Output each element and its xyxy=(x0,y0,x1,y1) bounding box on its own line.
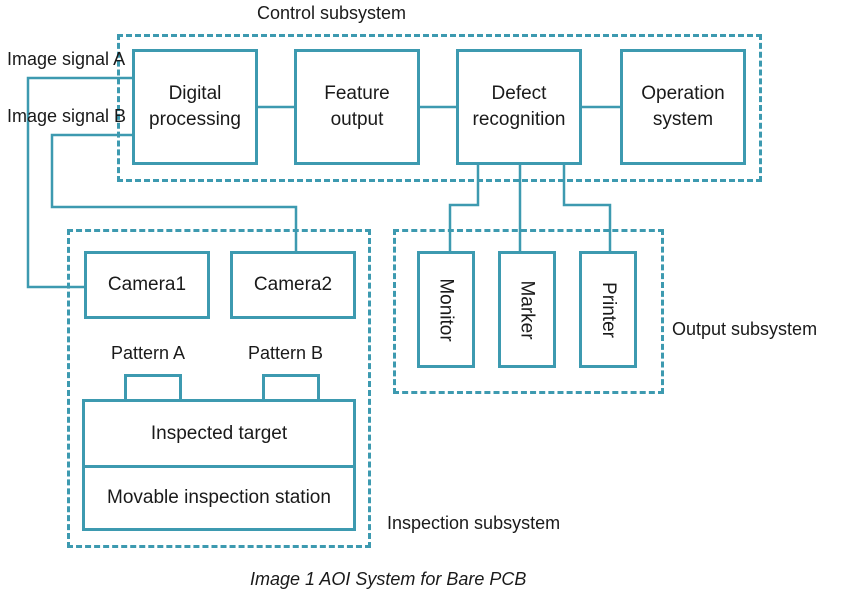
feature-output-block: Feature output xyxy=(294,49,420,165)
link-defect-printer xyxy=(562,165,612,251)
link-signal-b xyxy=(50,133,298,251)
movable-station-label: Movable inspection station xyxy=(107,487,331,508)
image-signal-b-label: Image signal B xyxy=(7,106,127,126)
operation-system-block: Operation system xyxy=(620,49,746,165)
defect-recognition-label: Defect recognition xyxy=(472,83,566,130)
camera2-block: Camera2 xyxy=(230,251,356,319)
camera2-label: Camera2 xyxy=(253,274,333,295)
pattern-a-marker xyxy=(124,374,182,402)
marker-label: Marker xyxy=(517,279,538,340)
pattern-b-label: Pattern B xyxy=(248,343,324,363)
inspection-subsystem-label: Inspection subsystem xyxy=(387,513,561,533)
digital-processing-block: Digital processing xyxy=(132,49,258,165)
station-divider xyxy=(85,465,353,468)
printer-block: Printer xyxy=(579,251,637,368)
feature-output-label: Feature output xyxy=(324,83,390,130)
digital-processing-label: Digital processing xyxy=(149,83,241,130)
image-signal-a-label: Image signal A xyxy=(7,49,126,69)
control-subsystem-region xyxy=(117,34,762,182)
inspection-station-block: Inspected target Movable inspection stat… xyxy=(82,399,356,531)
control-subsystem-label: Control subsystem xyxy=(257,3,407,23)
link-defect-monitor xyxy=(448,165,480,251)
pattern-b-marker xyxy=(262,374,320,402)
output-subsystem-region xyxy=(393,229,664,394)
monitor-block: Monitor xyxy=(417,251,475,368)
defect-recognition-block: Defect recognition xyxy=(456,49,582,165)
inspected-target-label: Inspected target xyxy=(150,422,288,444)
inspection-subsystem-region xyxy=(67,229,371,548)
camera1-block: Camera1 xyxy=(84,251,210,319)
marker-block: Marker xyxy=(498,251,556,368)
operation-system-label: Operation system xyxy=(641,83,725,130)
figure-caption: Image 1 AOI System for Bare PCB xyxy=(250,569,527,589)
output-subsystem-label: Output subsystem xyxy=(672,319,818,339)
printer-label: Printer xyxy=(598,281,619,338)
camera1-label: Camera1 xyxy=(107,274,187,295)
link-signal-a xyxy=(26,76,134,289)
monitor-label: Monitor xyxy=(436,277,458,342)
pattern-a-label: Pattern A xyxy=(111,343,186,363)
